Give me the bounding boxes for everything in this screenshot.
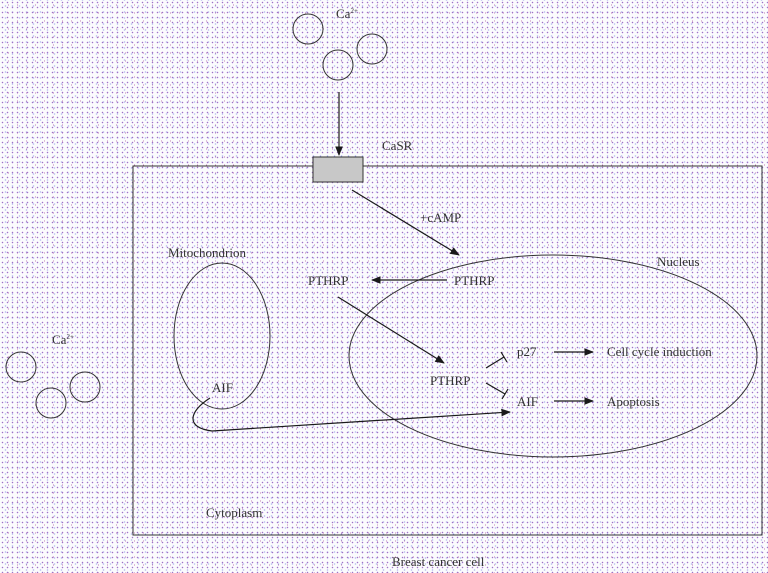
cell-cycle-label: Cell cycle induction xyxy=(607,344,712,359)
apoptosis-label: Apoptosis xyxy=(607,394,660,409)
calcium-ions-top xyxy=(292,13,388,81)
pthrp-nucleus-label: PTHRP xyxy=(454,273,494,288)
mitochondrion xyxy=(173,262,271,410)
calcium-ion xyxy=(322,49,354,81)
calcium-label-top: Ca2+ xyxy=(336,6,358,21)
cell-membrane xyxy=(132,165,763,536)
calcium-ion xyxy=(69,371,101,403)
nucleus xyxy=(348,254,758,458)
cell-label: Breast cancer cell xyxy=(392,554,485,569)
pthrp-inhibits-p27 xyxy=(485,351,508,369)
nucleus-label: Nucleus xyxy=(657,254,700,269)
aif-translocation-arrow xyxy=(192,397,511,432)
calcium-ion xyxy=(35,387,67,419)
calcium-ion xyxy=(292,13,324,45)
mitochondrion-label: Mitochondrion xyxy=(168,245,246,260)
aif-nucleus-label: AIF xyxy=(517,394,538,409)
pthrp-inhibits-aif xyxy=(485,382,509,400)
cytoplasm-label: Cytoplasm xyxy=(206,505,262,520)
camp-label: +cAMP xyxy=(420,210,461,225)
calcium-ion xyxy=(356,33,388,65)
calcium-label-left: Ca2+ xyxy=(52,332,74,347)
pthrp-cytoplasm-label: PTHRP xyxy=(308,273,348,288)
p27-label: p27 xyxy=(517,344,537,359)
aif-mito-label: AIF xyxy=(212,380,233,395)
calcium-ions-left xyxy=(5,351,101,419)
calcium-ion xyxy=(5,351,37,383)
camp-signal-arrow xyxy=(351,189,460,256)
pthrp-inner-label: PTHRP xyxy=(430,373,470,388)
casr-receptor xyxy=(312,156,364,183)
casr-label: CaSR xyxy=(382,138,413,153)
pthrp-import-arrow xyxy=(337,296,445,364)
